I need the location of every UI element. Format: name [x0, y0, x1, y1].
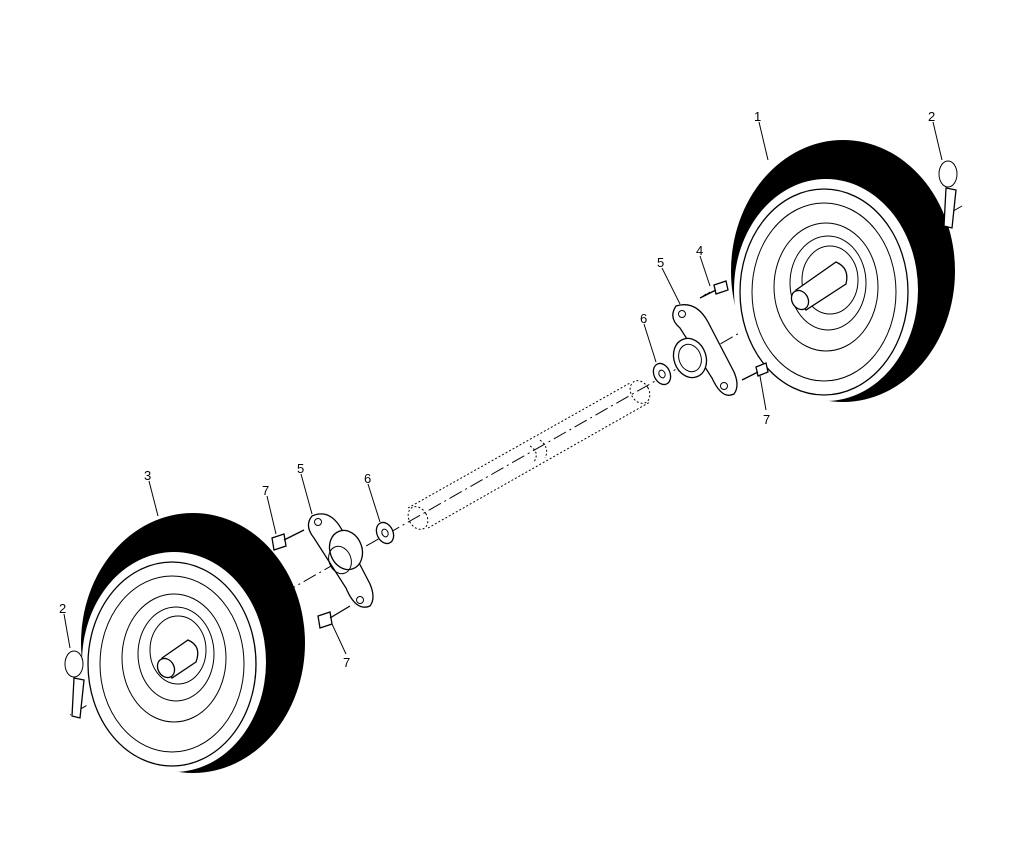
washer-left [375, 521, 395, 545]
callout-5-right: 5 [657, 255, 664, 270]
leader-lines [63, 121, 943, 655]
callout-4: 4 [696, 243, 703, 258]
callout-5-left: 5 [297, 461, 304, 476]
axle-shaft [407, 380, 651, 530]
callout-7-left-upper: 7 [262, 483, 269, 498]
callout-1: 1 [754, 109, 761, 124]
callout-6-left: 6 [364, 471, 371, 486]
ring-pin-left [64, 650, 85, 719]
callouts: 1 2 2 3 4 5 5 6 6 7 7 7 [59, 109, 935, 670]
bolt-7-left-upper [271, 529, 305, 551]
callout-7-left-lower: 7 [343, 655, 350, 670]
callout-7-right: 7 [763, 412, 770, 427]
bolt-7-left-lower [317, 605, 351, 629]
bolt-7-right [741, 362, 769, 381]
callout-2-right: 2 [928, 109, 935, 124]
bearing-flange-right [672, 304, 738, 396]
callout-3: 3 [144, 468, 151, 483]
washer-right [652, 362, 672, 386]
wheel-left [81, 513, 305, 773]
callout-6-right: 6 [640, 311, 647, 326]
bolt-4 [699, 280, 729, 299]
wheel-right [731, 140, 955, 402]
ring-pin-right [938, 160, 958, 229]
callout-2-left: 2 [59, 601, 66, 616]
bearing-flange-left [307, 513, 374, 608]
